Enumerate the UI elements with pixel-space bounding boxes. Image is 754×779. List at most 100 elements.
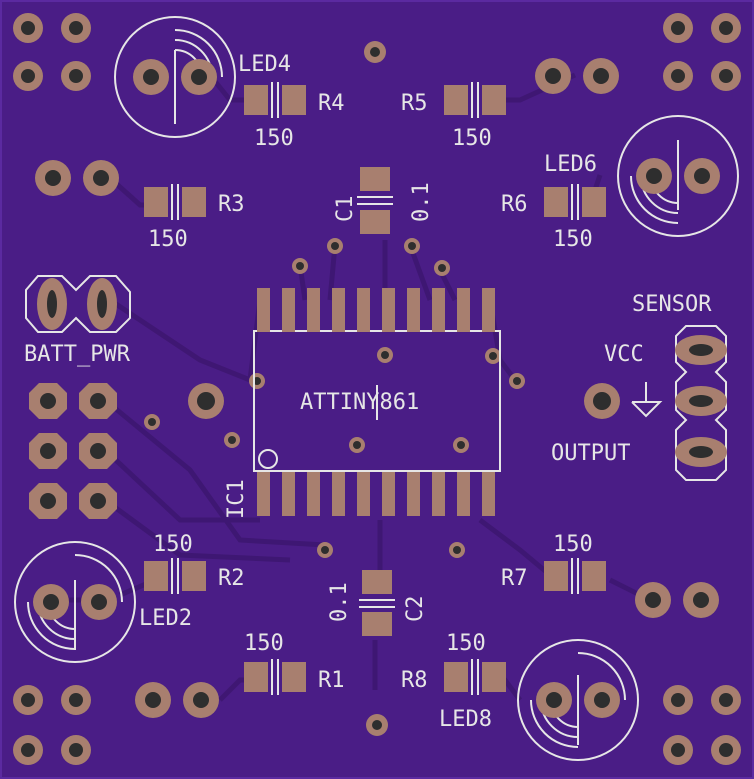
label-r3: R3 — [218, 192, 245, 217]
label-r1-value: 150 — [244, 631, 284, 656]
label-r2-value: 150 — [153, 532, 193, 557]
pad-br-1 — [663, 685, 693, 715]
label-sensor: SENSOR — [632, 292, 712, 317]
vias — [144, 41, 525, 736]
pad-bl-4 — [61, 735, 91, 765]
label-r8-value: 150 — [446, 631, 486, 656]
hdr-6 — [79, 483, 117, 519]
via-9 — [144, 414, 160, 430]
label-r6: R6 — [501, 192, 528, 217]
label-led4: LED4 — [238, 52, 291, 77]
label-ic1: IC1 — [224, 479, 249, 519]
label-r5: R5 — [401, 91, 428, 116]
led6-footprint — [617, 115, 739, 237]
label-led6: LED6 — [544, 152, 597, 177]
via-6 — [485, 348, 501, 364]
hdr-5 — [29, 483, 67, 519]
silkscreen-text: LED4 R4 150 R5 150 LED6 R6 150 R3 150 C1… — [24, 52, 712, 732]
via-13 — [317, 542, 333, 558]
led4-footprint — [114, 16, 236, 138]
pad-tr-4 — [711, 61, 741, 91]
c1-pads — [357, 167, 393, 234]
pad-tl-1 — [13, 13, 43, 43]
th-single-right — [584, 383, 620, 419]
label-c2: C2 — [403, 596, 428, 623]
via-11 — [349, 437, 365, 453]
sensor-connector — [675, 325, 727, 481]
th-single-left — [188, 383, 224, 419]
led8-footprint — [517, 639, 639, 761]
hdr-3 — [29, 433, 67, 469]
via-3 — [292, 258, 308, 274]
label-r4: R4 — [318, 91, 345, 116]
via-2 — [404, 238, 420, 254]
hdr-1 — [29, 383, 67, 419]
ground-symbol — [631, 382, 663, 418]
via-10 — [224, 432, 240, 448]
via-1 — [327, 238, 343, 254]
hdr-4 — [79, 433, 117, 469]
via-12 — [453, 437, 469, 453]
via-4 — [434, 260, 450, 276]
th-pair-r3 — [35, 160, 119, 196]
pad-tl-2 — [61, 13, 91, 43]
r2-pads — [144, 558, 206, 594]
label-led2: LED2 — [139, 606, 192, 631]
pad-tl-4 — [61, 61, 91, 91]
label-c2-value: 0.1 — [327, 582, 352, 622]
r7-pads — [544, 558, 606, 594]
smd-resistors — [144, 82, 606, 695]
c2-pads — [359, 570, 395, 636]
via-bottom — [366, 714, 388, 736]
ic1-footprint — [253, 288, 501, 516]
th-pads — [35, 58, 719, 718]
ic1-top-pins — [257, 288, 495, 332]
r3-pads — [144, 184, 206, 220]
label-r6-value: 150 — [553, 227, 593, 252]
pad-tr-3 — [663, 61, 693, 91]
label-chip: ATTINY861 — [300, 390, 419, 415]
r5-pads — [444, 82, 506, 118]
label-r8: R8 — [401, 668, 428, 693]
label-r2: R2 — [218, 566, 245, 591]
pad-bl-1 — [13, 685, 43, 715]
r8-pads — [444, 659, 506, 695]
th-pair-r1 — [135, 682, 219, 718]
pad-tl-3 — [13, 61, 43, 91]
r4-pads — [244, 82, 306, 118]
label-r4-value: 150 — [254, 126, 294, 151]
th-pair-r7 — [635, 582, 719, 618]
batt-connector — [25, 275, 131, 333]
pad-br-2 — [711, 685, 741, 715]
label-c1-value: 0.1 — [409, 182, 434, 222]
r1-pads — [244, 659, 306, 695]
label-r7-value: 150 — [553, 532, 593, 557]
pad-br-3 — [663, 735, 693, 765]
via-5 — [377, 347, 393, 363]
label-r3-value: 150 — [148, 227, 188, 252]
pad-br-4 — [711, 735, 741, 765]
via-8 — [509, 373, 525, 389]
label-output: OUTPUT — [551, 441, 630, 466]
pad-bl-2 — [61, 685, 91, 715]
label-r7: R7 — [501, 566, 528, 591]
label-r1: R1 — [318, 668, 345, 693]
smd-capacitors — [357, 167, 395, 636]
r6-pads — [544, 184, 606, 220]
corner-pads — [13, 13, 741, 765]
pad-tr-2 — [711, 13, 741, 43]
isp-header — [29, 383, 117, 519]
label-vcc: VCC — [604, 342, 644, 367]
via-7 — [249, 373, 265, 389]
led2-footprint — [14, 541, 136, 663]
pad-bl-3 — [13, 735, 43, 765]
via-14 — [449, 542, 465, 558]
label-led8: LED8 — [439, 707, 492, 732]
label-r5-value: 150 — [452, 126, 492, 151]
ic1-bottom-pins — [257, 472, 495, 516]
th-pair-r5 — [535, 58, 619, 94]
via-top — [364, 41, 386, 63]
pad-tr-1 — [663, 13, 693, 43]
